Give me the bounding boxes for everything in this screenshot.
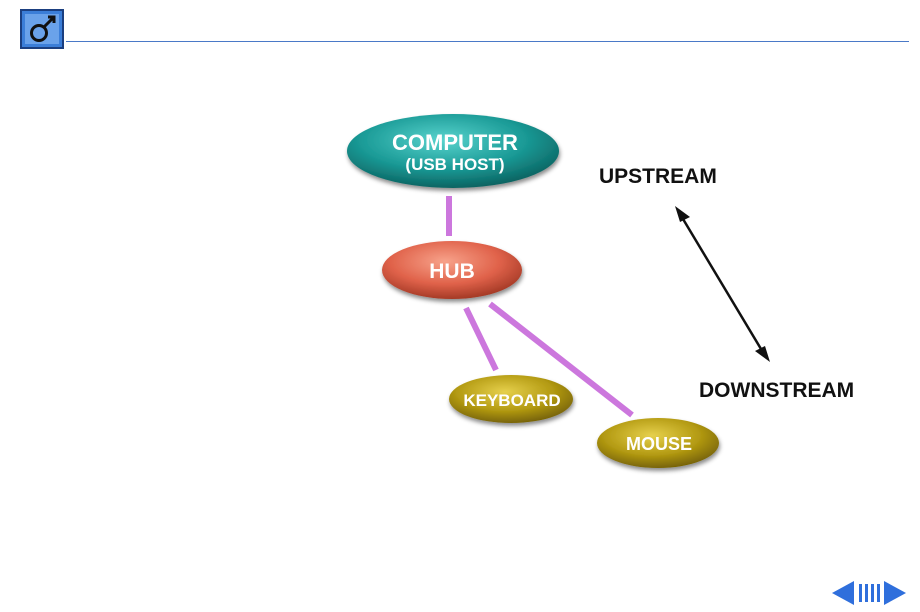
computer-label: COMPUTER	[392, 130, 518, 155]
keyboard-label: KEYBOARD	[463, 391, 560, 410]
double-arrow-icon	[675, 206, 770, 362]
upstream-label: UPSTREAM	[599, 165, 717, 188]
computer-sublabel: (USB HOST)	[405, 155, 504, 174]
mouse-node: MOUSE	[597, 418, 719, 468]
page-navigation	[830, 580, 908, 606]
vertical-bars-icon[interactable]	[857, 582, 881, 604]
computer-node: COMPUTER (USB HOST)	[347, 114, 559, 188]
triangle-right-icon[interactable]	[884, 581, 906, 605]
link-hub-keyboard	[466, 308, 496, 370]
keyboard-node: KEYBOARD	[449, 375, 573, 423]
downstream-label: DOWNSTREAM	[699, 379, 854, 402]
triangle-left-icon[interactable]	[832, 581, 854, 605]
hub-label: HUB	[429, 260, 475, 283]
mouse-label: MOUSE	[626, 434, 692, 454]
hub-node: HUB	[382, 241, 522, 299]
